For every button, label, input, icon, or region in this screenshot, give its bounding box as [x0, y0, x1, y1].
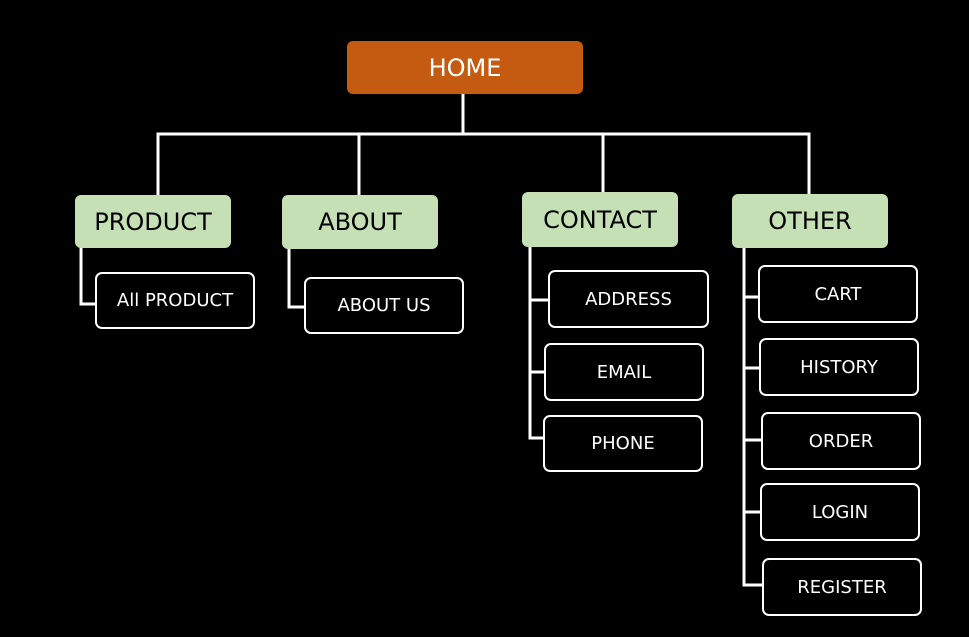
- contact-node[interactable]: CONTACT: [522, 192, 678, 247]
- other-label: OTHER: [768, 207, 852, 235]
- other-node[interactable]: OTHER: [732, 194, 888, 248]
- email-node[interactable]: EMAIL: [544, 343, 704, 401]
- order-node[interactable]: ORDER: [761, 412, 921, 470]
- address-node[interactable]: ADDRESS: [548, 270, 709, 328]
- phone-node[interactable]: PHONE: [543, 415, 703, 472]
- register-label: REGISTER: [797, 576, 887, 598]
- about-us-label: ABOUT US: [337, 295, 431, 316]
- cart-label: CART: [814, 283, 862, 305]
- contact-label: CONTACT: [543, 205, 657, 234]
- cart-node[interactable]: CART: [758, 265, 918, 323]
- order-label: ORDER: [808, 430, 874, 452]
- about-node[interactable]: ABOUT: [282, 195, 438, 249]
- history-label: HISTORY: [800, 356, 878, 378]
- product-node[interactable]: PRODUCT: [75, 195, 231, 248]
- all-product-node[interactable]: All PRODUCT: [95, 272, 255, 329]
- all-product-label: All PRODUCT: [116, 290, 234, 311]
- home-node[interactable]: HOME: [347, 41, 583, 94]
- home-label: HOME: [428, 53, 502, 82]
- login-node[interactable]: LOGIN: [760, 483, 920, 541]
- login-label: LOGIN: [811, 501, 869, 523]
- about-label: ABOUT: [318, 208, 402, 236]
- register-node[interactable]: REGISTER: [762, 558, 922, 616]
- address-label: ADDRESS: [585, 288, 672, 310]
- history-node[interactable]: HISTORY: [759, 338, 919, 396]
- phone-label: PHONE: [591, 433, 655, 454]
- about-us-node[interactable]: ABOUT US: [304, 277, 464, 334]
- email-label: EMAIL: [596, 361, 652, 383]
- product-label: PRODUCT: [94, 207, 212, 236]
